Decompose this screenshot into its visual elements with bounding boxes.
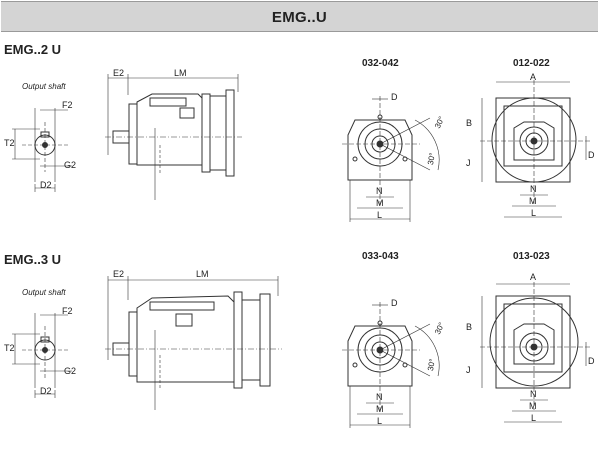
label-m-033: M <box>376 404 384 414</box>
output-shaft-note-1: Output shaft <box>22 82 66 91</box>
view-title-013-023: 013-023 <box>513 251 550 262</box>
label-d-033: D <box>391 298 398 308</box>
label-l-033: L <box>377 416 383 426</box>
label-j-013: J <box>466 365 471 375</box>
label-g2-1: G2 <box>64 160 77 170</box>
flange-view-032-042 <box>342 96 440 222</box>
label-t2-1: T2 <box>4 138 15 148</box>
label-d2-2: D2 <box>40 386 52 396</box>
label-d-013: D <box>588 356 595 366</box>
output-shaft-detail-1 <box>12 108 72 192</box>
output-shaft-detail-2 <box>12 313 72 398</box>
section-title-emg3: EMG..3 U <box>4 252 62 267</box>
label-a-012: A <box>530 72 537 82</box>
header-bar: EMG..U <box>1 1 598 32</box>
label-n-033: N <box>376 392 383 402</box>
label-n-013: N <box>530 389 537 399</box>
flange-view-012-022 <box>480 80 590 218</box>
label-d2-1: D2 <box>40 180 52 190</box>
page-title: EMG..U <box>271 9 328 26</box>
label-lm-1: LM <box>174 68 187 78</box>
label-lm-2: LM <box>196 269 209 279</box>
label-m-012: M <box>529 196 537 206</box>
label-m-032: M <box>376 198 384 208</box>
view-title-032-042: 032-042 <box>362 58 399 69</box>
label-g2-2: G2 <box>64 366 77 376</box>
flange-view-033-043 <box>342 302 440 428</box>
view-title-012-022: 012-022 <box>513 58 550 69</box>
flange-view-013-023 <box>480 282 590 423</box>
label-j-012: J <box>466 158 471 168</box>
label-n-032: N <box>376 186 383 196</box>
label-e2-2: E2 <box>113 269 125 279</box>
label-l-013: L <box>531 413 537 423</box>
output-shaft-note-2: Output shaft <box>22 288 66 297</box>
label-b-013: B <box>466 322 473 332</box>
label-a-013: A <box>530 272 537 282</box>
label-d-032: D <box>391 92 398 102</box>
label-l-012: L <box>531 208 537 218</box>
section-title-emg2: EMG..2 U <box>4 42 62 57</box>
label-n-012: N <box>530 184 537 194</box>
label-l-032: L <box>377 210 383 220</box>
view-title-033-043: 033-043 <box>362 251 399 262</box>
label-m-013: M <box>529 401 537 411</box>
label-e2-1: E2 <box>113 68 125 78</box>
label-f2-1: F2 <box>62 100 73 110</box>
label-b-012: B <box>466 118 473 128</box>
motor-side-view-2 <box>105 276 282 410</box>
label-t2-2: T2 <box>4 343 15 353</box>
label-f2-2: F2 <box>62 306 73 316</box>
label-d-012: D <box>588 150 595 160</box>
motor-side-view-1 <box>105 74 242 200</box>
